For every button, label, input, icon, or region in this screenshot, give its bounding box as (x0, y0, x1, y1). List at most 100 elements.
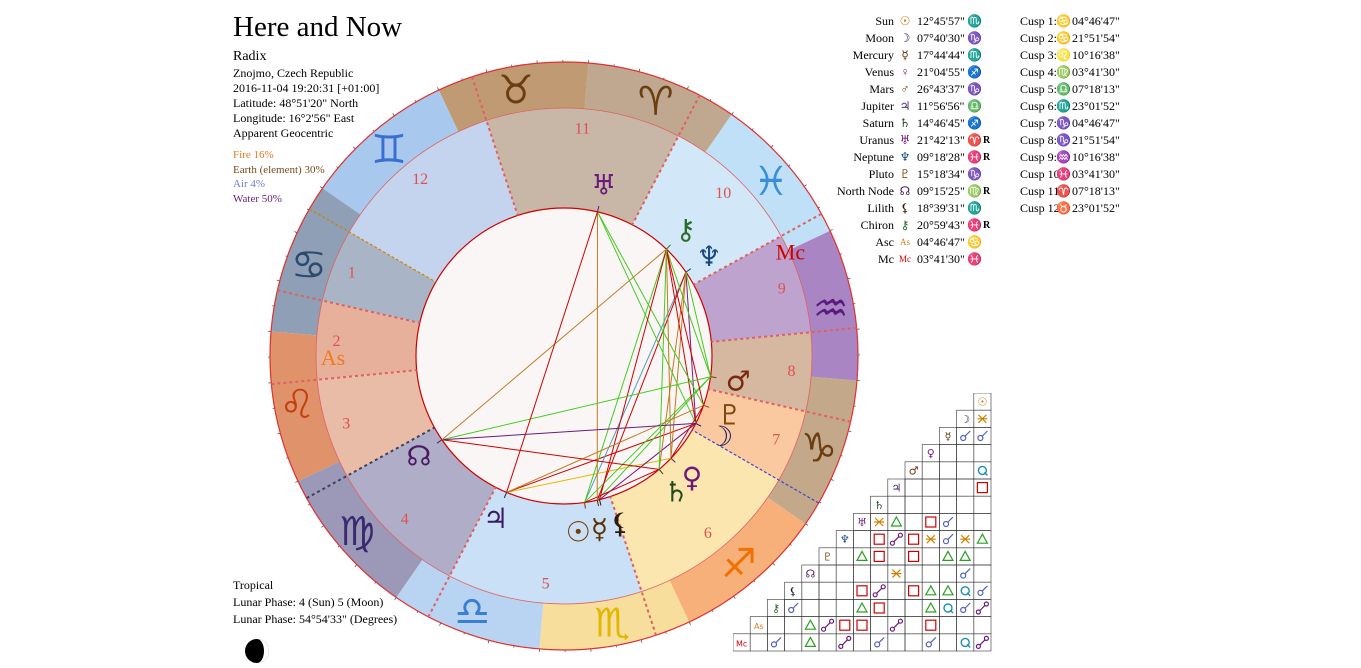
sign-glyph-icon: ♓ (967, 218, 982, 232)
aspect-semisquare-icon (891, 569, 902, 579)
sign-band-libra (396, 559, 544, 649)
aspect-grid-cell (956, 478, 975, 497)
planet-row: Pluto♇15°18'34"♑ (832, 166, 1002, 183)
planet-name: Asc (875, 235, 894, 249)
cusp-name: Cusp 2: (1020, 31, 1058, 45)
aspect-grid-cell (818, 633, 837, 652)
sign-glyph-capricorn-icon: ♑ (801, 426, 837, 472)
house-cusp-line (306, 426, 435, 500)
aspect-grid-cell (956, 444, 975, 463)
house-number: 4 (401, 511, 409, 528)
aspect-line (665, 249, 697, 424)
aspect-grid-planet-icon: ♅ (857, 516, 867, 529)
planet-row: Uranus♅21°42'13"♈R (832, 132, 1002, 149)
aspect-grid-cell (973, 547, 992, 566)
aspect-grid-planet-icon: ♇ (823, 550, 833, 563)
cusp-sign-icon: ♑ (1056, 133, 1071, 147)
aspect-line (665, 249, 705, 406)
aspect-grid-planet-icon: ♂ (909, 464, 919, 477)
planet-name: North Node (837, 184, 894, 198)
planet-row: Venus♀21°04'55"♐ (832, 64, 1002, 81)
element-percentage: Air 4% (233, 178, 266, 190)
element-percentages: Fire 16%Earth (element) 30%Air 4%Water 5… (233, 148, 325, 206)
aspect-square-icon (873, 602, 885, 614)
sign-glyph-icon: ♓ (967, 252, 982, 266)
aspect-grid-cell (887, 633, 906, 652)
aspect-grid-cell (835, 564, 854, 583)
cusp-row: Cusp 3:♌10°16'38" (1020, 47, 1140, 64)
house-sector-12 (349, 120, 518, 282)
aspect-grid-cell (921, 547, 940, 566)
sign-glyph-leo-icon: ♌ (279, 382, 315, 428)
sign-band-gemini (322, 90, 459, 215)
aspect-grid-cell (853, 564, 871, 583)
house-sector-10 (632, 135, 782, 285)
planet-degree: 20°59'43" (917, 218, 965, 232)
house-number: 12 (412, 171, 428, 188)
aspect-grid-cell (973, 495, 992, 514)
element-percentage: Earth (element) 30% (233, 163, 325, 176)
sign-glyph-cancer-icon: ♋ (291, 242, 327, 288)
aspect-grid-cell (939, 564, 957, 583)
aspect-line (685, 272, 697, 424)
aspect-trine-icon (924, 601, 937, 613)
house-cusp-line (271, 369, 417, 386)
retrograde-flag: R (983, 135, 991, 146)
planet-name: Uranus (859, 133, 894, 147)
aspect-line (658, 272, 687, 470)
sign-glyph-icon: ♏ (967, 201, 982, 215)
aspect-grid-cell (887, 581, 906, 600)
cusp-degree: 07°18'13" (1072, 82, 1120, 96)
aspect-grid-cell (904, 530, 923, 549)
house-sector-8 (708, 332, 813, 412)
aspect-sesquisquare-icon (838, 635, 852, 649)
planet-name: Venus (864, 65, 894, 79)
aspect-conjunction-icon (942, 516, 954, 528)
aspect-square-icon (925, 516, 937, 528)
planet-glyph-icon: ☉ (899, 14, 911, 28)
aspect-square-icon (873, 533, 885, 545)
planet-degree: 09°15'25" (917, 184, 965, 198)
aspect-grid-cell (801, 581, 820, 600)
cusp-name: Cusp 10: (1020, 167, 1064, 181)
aspect-sesquisquare-icon (820, 618, 835, 632)
sign-glyph-icon: ♈ (967, 133, 982, 147)
sign-glyph-virgo-icon: ♍ (339, 509, 375, 555)
aspect-grid-cell (887, 495, 906, 514)
sign-glyph-icon: ♐ (967, 65, 982, 79)
planet-row: Lilith⚸18°39'31"♏ (832, 200, 1002, 217)
sign-band-leo (270, 331, 340, 482)
planet-tick (685, 268, 692, 273)
aspect-grid-cell (956, 616, 975, 635)
aspect-line (596, 271, 687, 501)
lunar-phase-degrees: Lunar Phase: 54°54'33" (Degrees) (233, 612, 398, 626)
planet-glyph-icon: ⚸ (900, 201, 910, 215)
aspect-grid-planet-icon: ⚸ (789, 585, 797, 598)
aspect-grid-cell (784, 616, 803, 635)
aspect-conjunction-icon (977, 430, 988, 442)
inner-circle (415, 207, 713, 505)
planet-degree: 21°42'13" (917, 133, 965, 147)
house-number: 2 (332, 333, 340, 350)
aspect-grid-cell (904, 581, 923, 600)
house-cusp-line (691, 429, 819, 504)
ascendant-label: As (321, 345, 345, 370)
cusp-degree: 23°01'52" (1072, 201, 1120, 215)
cusp-sign-icon: ♓ (1056, 167, 1071, 181)
aspect-grid-cell (956, 495, 975, 514)
aspect-sesquisquare-icon (889, 618, 903, 632)
planet-glyph-icon: ☽ (899, 31, 911, 45)
planet-tick (658, 469, 664, 475)
aspect-grid-cell (939, 495, 957, 514)
aspect-line (599, 423, 697, 501)
aspect-grid-cell (973, 461, 992, 480)
planet-degree: 11°56'56" (917, 99, 965, 113)
house-number: 7 (772, 431, 780, 448)
aspect-grid-cell (818, 581, 837, 600)
cusp-sign-icon: ♎ (1056, 82, 1071, 96)
planet-glyph-icon: ☿ (901, 48, 909, 62)
planet-degree: 18°39'31" (917, 201, 965, 215)
cusp-sign-icon: ♈ (1056, 184, 1071, 198)
aspect-grid-planet-icon: ⚷ (772, 602, 780, 615)
aspect-grid-cell (904, 547, 923, 566)
